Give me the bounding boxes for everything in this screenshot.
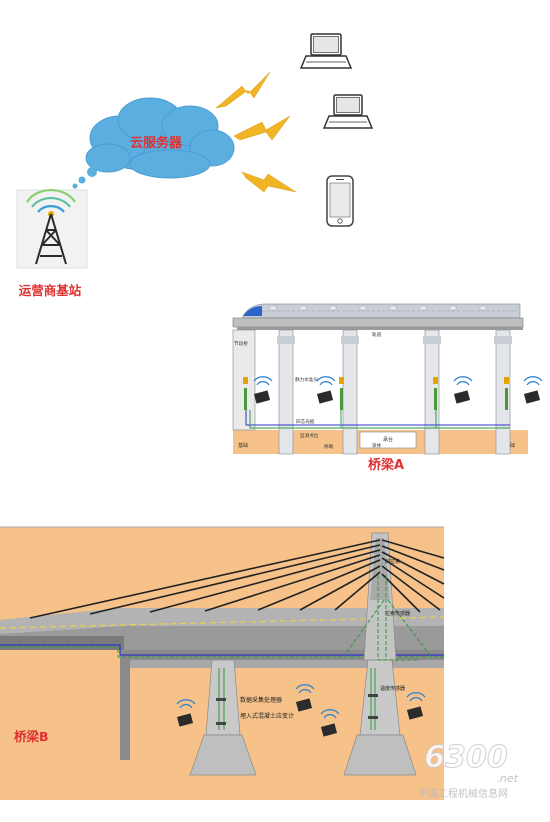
laptop-icon (322, 94, 374, 129)
bridge-a-label: 承台 (383, 436, 393, 443)
cloud-label: 云服务器 (130, 135, 183, 151)
bridge-b-label: 拉索传感器 (385, 610, 410, 617)
bridge-b-label: 温度传感器 (380, 685, 405, 692)
wireless-sensor-icon (295, 684, 315, 712)
cloud-server: 云服务器 (72, 97, 235, 189)
bridge-a-title: 桥梁A (368, 457, 404, 473)
bridge-a: 基础 承台 基础 节段桥 (232, 303, 543, 473)
bridge-a-label: 桥墩 (324, 443, 334, 450)
bridge-a-label: 四芯光缆 (296, 418, 315, 425)
watermark-caption: 中国工程机械信息网 (418, 787, 508, 800)
bridge-a-label: 梁体 (372, 442, 382, 449)
wireless-sensor-icon (453, 376, 473, 404)
watermark: 6300 .net 中国工程机械信息网 (418, 740, 519, 801)
bridge-b-label: 埋入式混凝土应变计 (240, 712, 294, 720)
base-station-tower: 运营商基站 (16, 188, 88, 298)
bridge-a-label: 静力水准仪 (295, 376, 318, 383)
wireless-sensor-icon (316, 376, 336, 404)
tower-label: 运营商基站 (19, 283, 82, 298)
wireless-sensor-icon (176, 699, 196, 727)
wireless-sensor-icon (406, 692, 426, 720)
laptop-icon (299, 33, 353, 69)
watermark-logo: 6300 (424, 740, 508, 775)
bridge-b-title: 桥梁B (14, 729, 49, 744)
lightning-icon (215, 71, 297, 193)
bridge-a-label: 节段桥 (234, 340, 248, 347)
bridge-b: 数据采集处理器 埋入式混凝土应变计 温度传感器 斜拉索 拉索传感器 桥梁B (0, 526, 445, 800)
smartphone-icon (326, 175, 354, 227)
bridge-b-label: 数据采集处理器 (240, 696, 282, 704)
bridge-b-label: 斜拉索 (385, 558, 400, 565)
watermark-net: .net (496, 772, 518, 785)
bridge-a-label: 基础 (238, 442, 248, 449)
wireless-sensor-icon (523, 376, 543, 404)
bridge-a-label: 轨道 (372, 331, 382, 338)
wireless-sensor-icon (320, 709, 340, 737)
wireless-sensor-icon (253, 376, 273, 404)
bridge-a-label: 监测点位 (300, 432, 319, 439)
